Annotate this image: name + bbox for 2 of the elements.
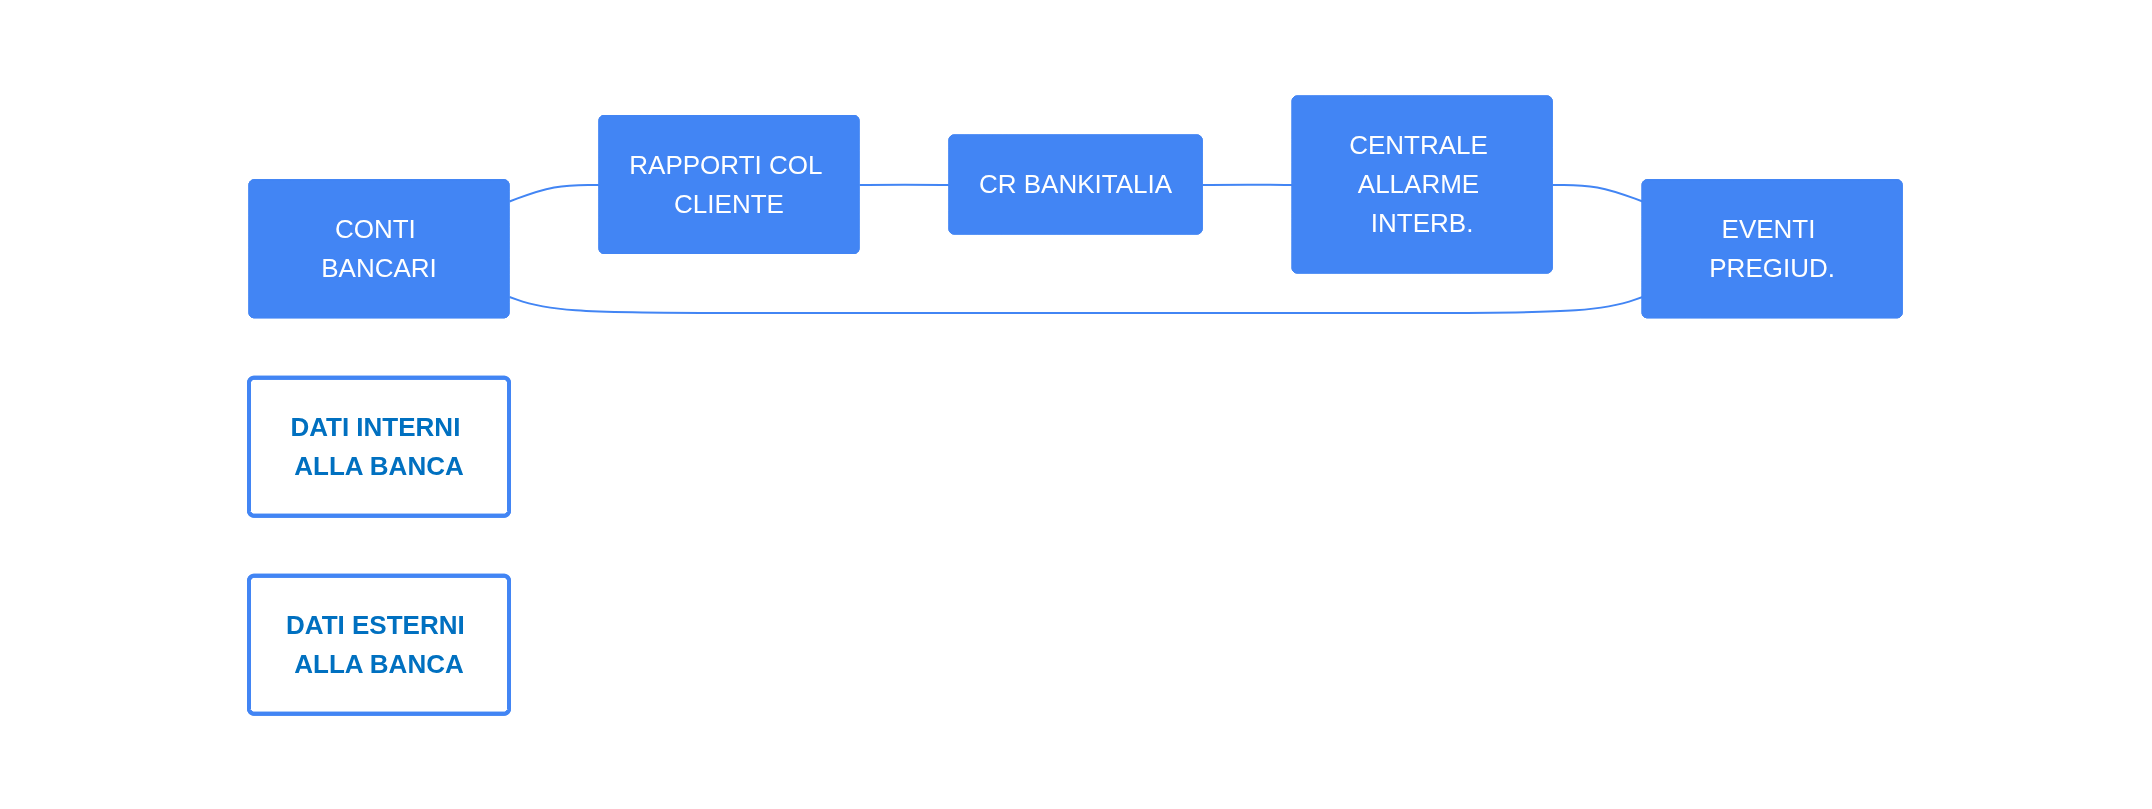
connector bbox=[858, 183, 951, 186]
connector bbox=[508, 183, 601, 203]
